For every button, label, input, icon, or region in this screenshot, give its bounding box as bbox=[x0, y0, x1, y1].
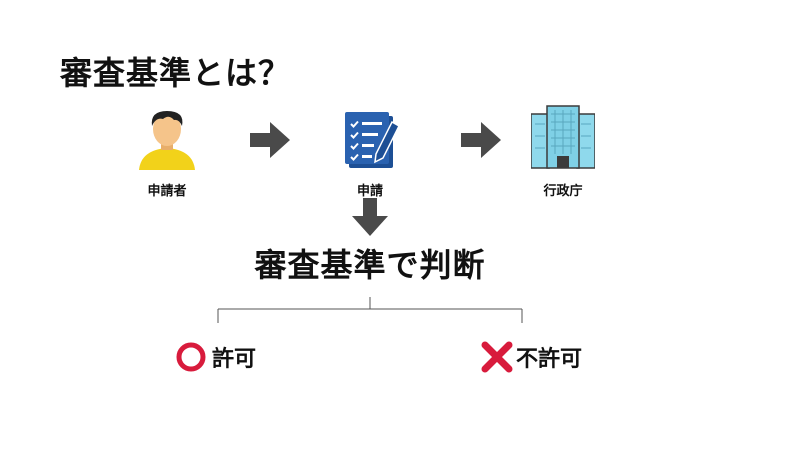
cross-icon bbox=[481, 341, 513, 373]
circle-icon bbox=[176, 342, 206, 372]
outcome-deny: 不許可 bbox=[480, 340, 582, 374]
outcome-approve: 許可 bbox=[174, 340, 256, 374]
applicant-label: 申請者 bbox=[147, 184, 187, 199]
document-pen-icon bbox=[345, 112, 400, 168]
flow-node-agency: 行政庁 bbox=[503, 104, 623, 199]
branch-bracket bbox=[217, 297, 523, 323]
approve-label: 許可 bbox=[212, 347, 257, 372]
right-arrow-icon bbox=[461, 122, 501, 158]
person-icon bbox=[139, 111, 195, 170]
right-arrow-icon bbox=[250, 122, 290, 158]
agency-label: 行政庁 bbox=[543, 184, 583, 199]
flow-node-application: 申請 bbox=[310, 108, 430, 199]
application-label: 申請 bbox=[356, 184, 383, 199]
down-arrow-icon bbox=[352, 198, 388, 236]
office-building-icon bbox=[530, 105, 596, 169]
page-title: 審査基準とは？ bbox=[60, 54, 292, 92]
judgement-heading: 審査基準で判断 bbox=[254, 246, 486, 284]
deny-label: 不許可 bbox=[516, 347, 583, 372]
flow-node-applicant: 申請者 bbox=[107, 108, 227, 199]
